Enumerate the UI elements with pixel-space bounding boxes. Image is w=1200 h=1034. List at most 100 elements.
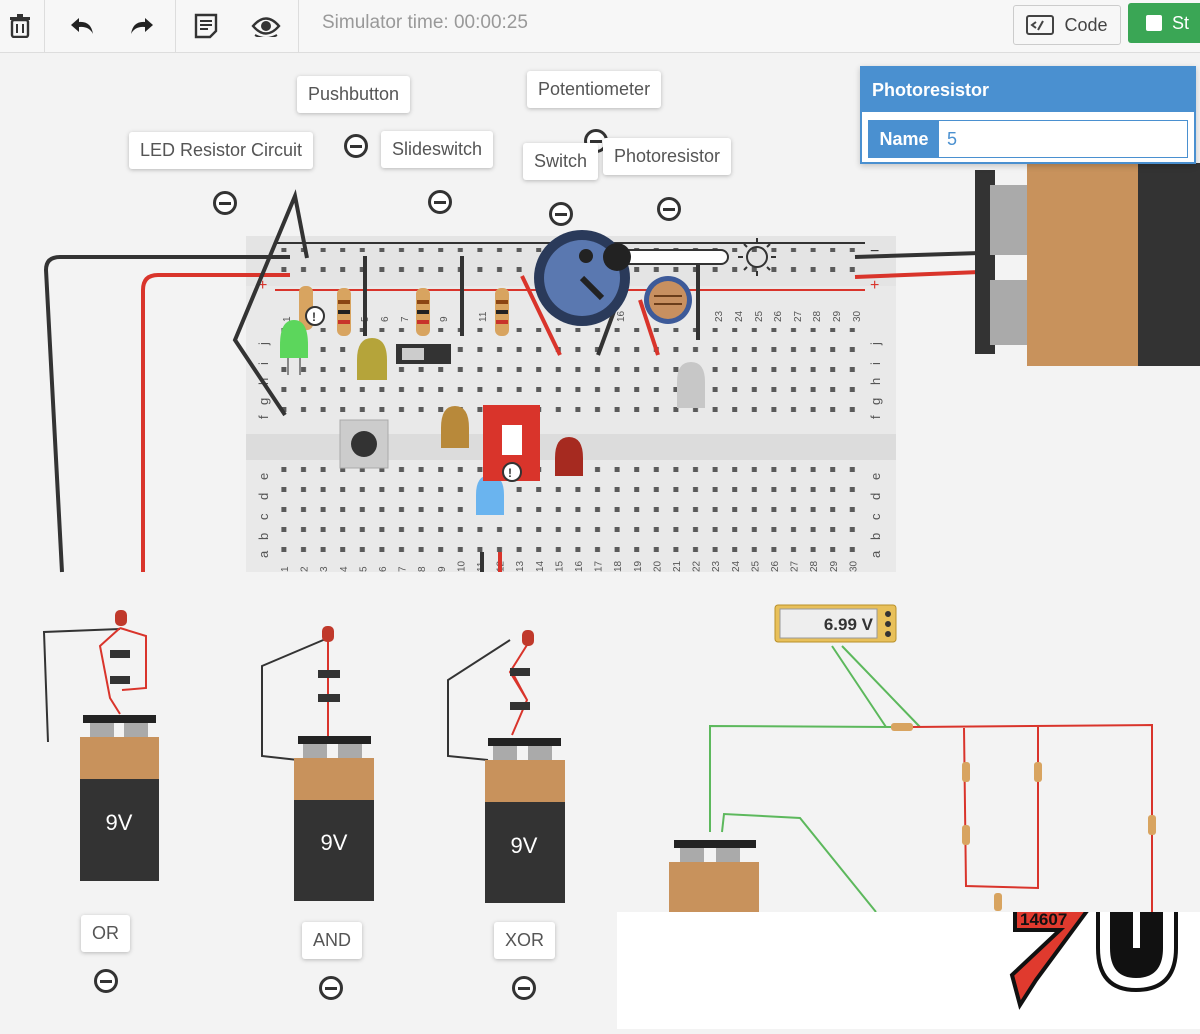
column-number: 2: [300, 566, 311, 572]
callout-potentiometer[interactable]: Potentiometer: [527, 71, 662, 108]
collapse-icon-switch[interactable]: [549, 202, 573, 226]
notes-icon[interactable]: [186, 6, 226, 46]
collapse-icon-slideswitch[interactable]: [428, 190, 452, 214]
svg-text:d: d: [256, 493, 271, 500]
svg-text:27: 27: [793, 310, 804, 322]
svg-text:24: 24: [734, 310, 745, 322]
callout-xor[interactable]: XOR: [494, 922, 556, 959]
column-number: 16: [574, 560, 585, 572]
orange-led: [441, 406, 469, 448]
svg-text:g: g: [868, 398, 883, 405]
svg-text:6: 6: [380, 316, 391, 322]
column-number: 9: [437, 566, 448, 572]
photoresistor-part: [644, 276, 692, 324]
column-number: 7: [398, 566, 409, 572]
svg-text:26: 26: [773, 310, 784, 322]
svg-text:a: a: [868, 550, 883, 558]
column-number: 15: [554, 560, 565, 572]
potentiometer-part: [534, 230, 630, 326]
callout-pushbutton[interactable]: Pushbutton: [297, 76, 411, 113]
svg-text:1: 1: [282, 316, 293, 322]
column-number: 13: [515, 560, 526, 572]
collapse-icon-and[interactable]: [319, 976, 343, 1000]
svg-text:d: d: [868, 493, 883, 500]
logo-text: 14607: [1020, 912, 1067, 929]
code-button[interactable]: Code: [1013, 5, 1121, 45]
svg-text:b: b: [256, 533, 271, 540]
svg-text:g: g: [256, 398, 271, 405]
dip-switch-part: !: [483, 405, 540, 482]
circuit-canvas[interactable]: + + − j i h g f j i h g f e d c b a e d …: [0, 53, 1200, 1029]
row-letters-bottom: e d c b a e d c b a: [256, 473, 883, 558]
collapse-icon-or[interactable]: [94, 969, 118, 993]
svg-text:6.99 V: 6.99 V: [824, 615, 874, 634]
column-number: 1: [280, 566, 291, 572]
column-number: 19: [633, 560, 644, 572]
column-numbers-bottom: 1234567891011121314151617181920212223242…: [280, 560, 859, 572]
column-number: 29: [829, 560, 840, 572]
team-logo: 14607: [1009, 847, 1199, 1010]
collapse-icon-xor[interactable]: [512, 976, 536, 1000]
name-label: Name: [869, 121, 939, 157]
callout-and[interactable]: AND: [302, 922, 363, 959]
and-circuit: 9V: [261, 626, 374, 901]
eye-icon[interactable]: [246, 6, 286, 46]
svg-text:16: 16: [616, 310, 627, 322]
column-number: 6: [378, 566, 389, 572]
properties-panel: Photoresistor Name: [860, 66, 1196, 164]
svg-text:9V: 9V: [511, 833, 538, 858]
wire-black-jumper: [232, 189, 309, 417]
column-number: 27: [790, 560, 801, 572]
svg-text:−: −: [870, 243, 879, 260]
multimeter-circuit: [669, 645, 1156, 922]
svg-text:e: e: [868, 473, 883, 480]
callout-switch[interactable]: Switch: [523, 143, 599, 180]
trash-icon[interactable]: [0, 6, 40, 46]
svg-text:f: f: [868, 415, 883, 419]
callout-slideswitch[interactable]: Slideswitch: [381, 131, 494, 168]
red-led: [555, 437, 583, 476]
start-label: St: [1172, 12, 1190, 33]
undo-icon[interactable]: [62, 6, 102, 46]
xor-circuit: 9V: [447, 630, 565, 903]
svg-text:b: b: [868, 533, 883, 540]
svg-text:9: 9: [439, 316, 450, 322]
callout-or[interactable]: OR: [81, 915, 130, 952]
wire-black-left: [43, 255, 290, 573]
column-number: 24: [731, 560, 742, 572]
svg-text:30: 30: [852, 310, 863, 322]
battery-right: [975, 163, 1200, 366]
svg-text:e: e: [256, 473, 271, 480]
svg-text:i: i: [868, 362, 883, 365]
callout-led-resistor-circuit[interactable]: LED Resistor Circuit: [129, 132, 314, 169]
column-number: 20: [652, 560, 663, 572]
column-number: 14: [535, 560, 546, 572]
column-number: 4: [339, 566, 350, 572]
column-number: 28: [809, 560, 820, 572]
svg-text:29: 29: [832, 310, 843, 322]
column-number: 30: [848, 560, 859, 572]
name-row: Name: [868, 120, 1188, 158]
rail-plus-left: +: [258, 277, 267, 294]
svg-text:25: 25: [754, 310, 765, 322]
multimeter-display: 6.99 V: [774, 604, 897, 643]
column-number: 26: [770, 560, 781, 572]
svg-text:7: 7: [400, 316, 411, 322]
svg-text:f: f: [256, 415, 271, 419]
stop-icon: [1146, 15, 1162, 31]
svg-text:9V: 9V: [321, 830, 348, 855]
column-number: 17: [594, 560, 605, 572]
svg-text:9V: 9V: [106, 810, 133, 835]
column-number: 3: [319, 566, 330, 572]
collapse-icon-pushbutton[interactable]: [344, 134, 368, 158]
svg-text:!: !: [508, 466, 512, 480]
svg-text:23: 23: [714, 310, 725, 322]
svg-text:h: h: [868, 378, 883, 385]
collapse-icon-photoresistor[interactable]: [657, 197, 681, 221]
collapse-icon-led-resistor[interactable]: [213, 191, 237, 215]
start-simulation-button[interactable]: St: [1128, 3, 1200, 43]
redo-icon[interactable]: [122, 6, 162, 46]
name-input[interactable]: [939, 121, 1187, 157]
pushbutton-part: [339, 419, 389, 469]
callout-photoresistor[interactable]: Photoresistor: [603, 138, 732, 175]
